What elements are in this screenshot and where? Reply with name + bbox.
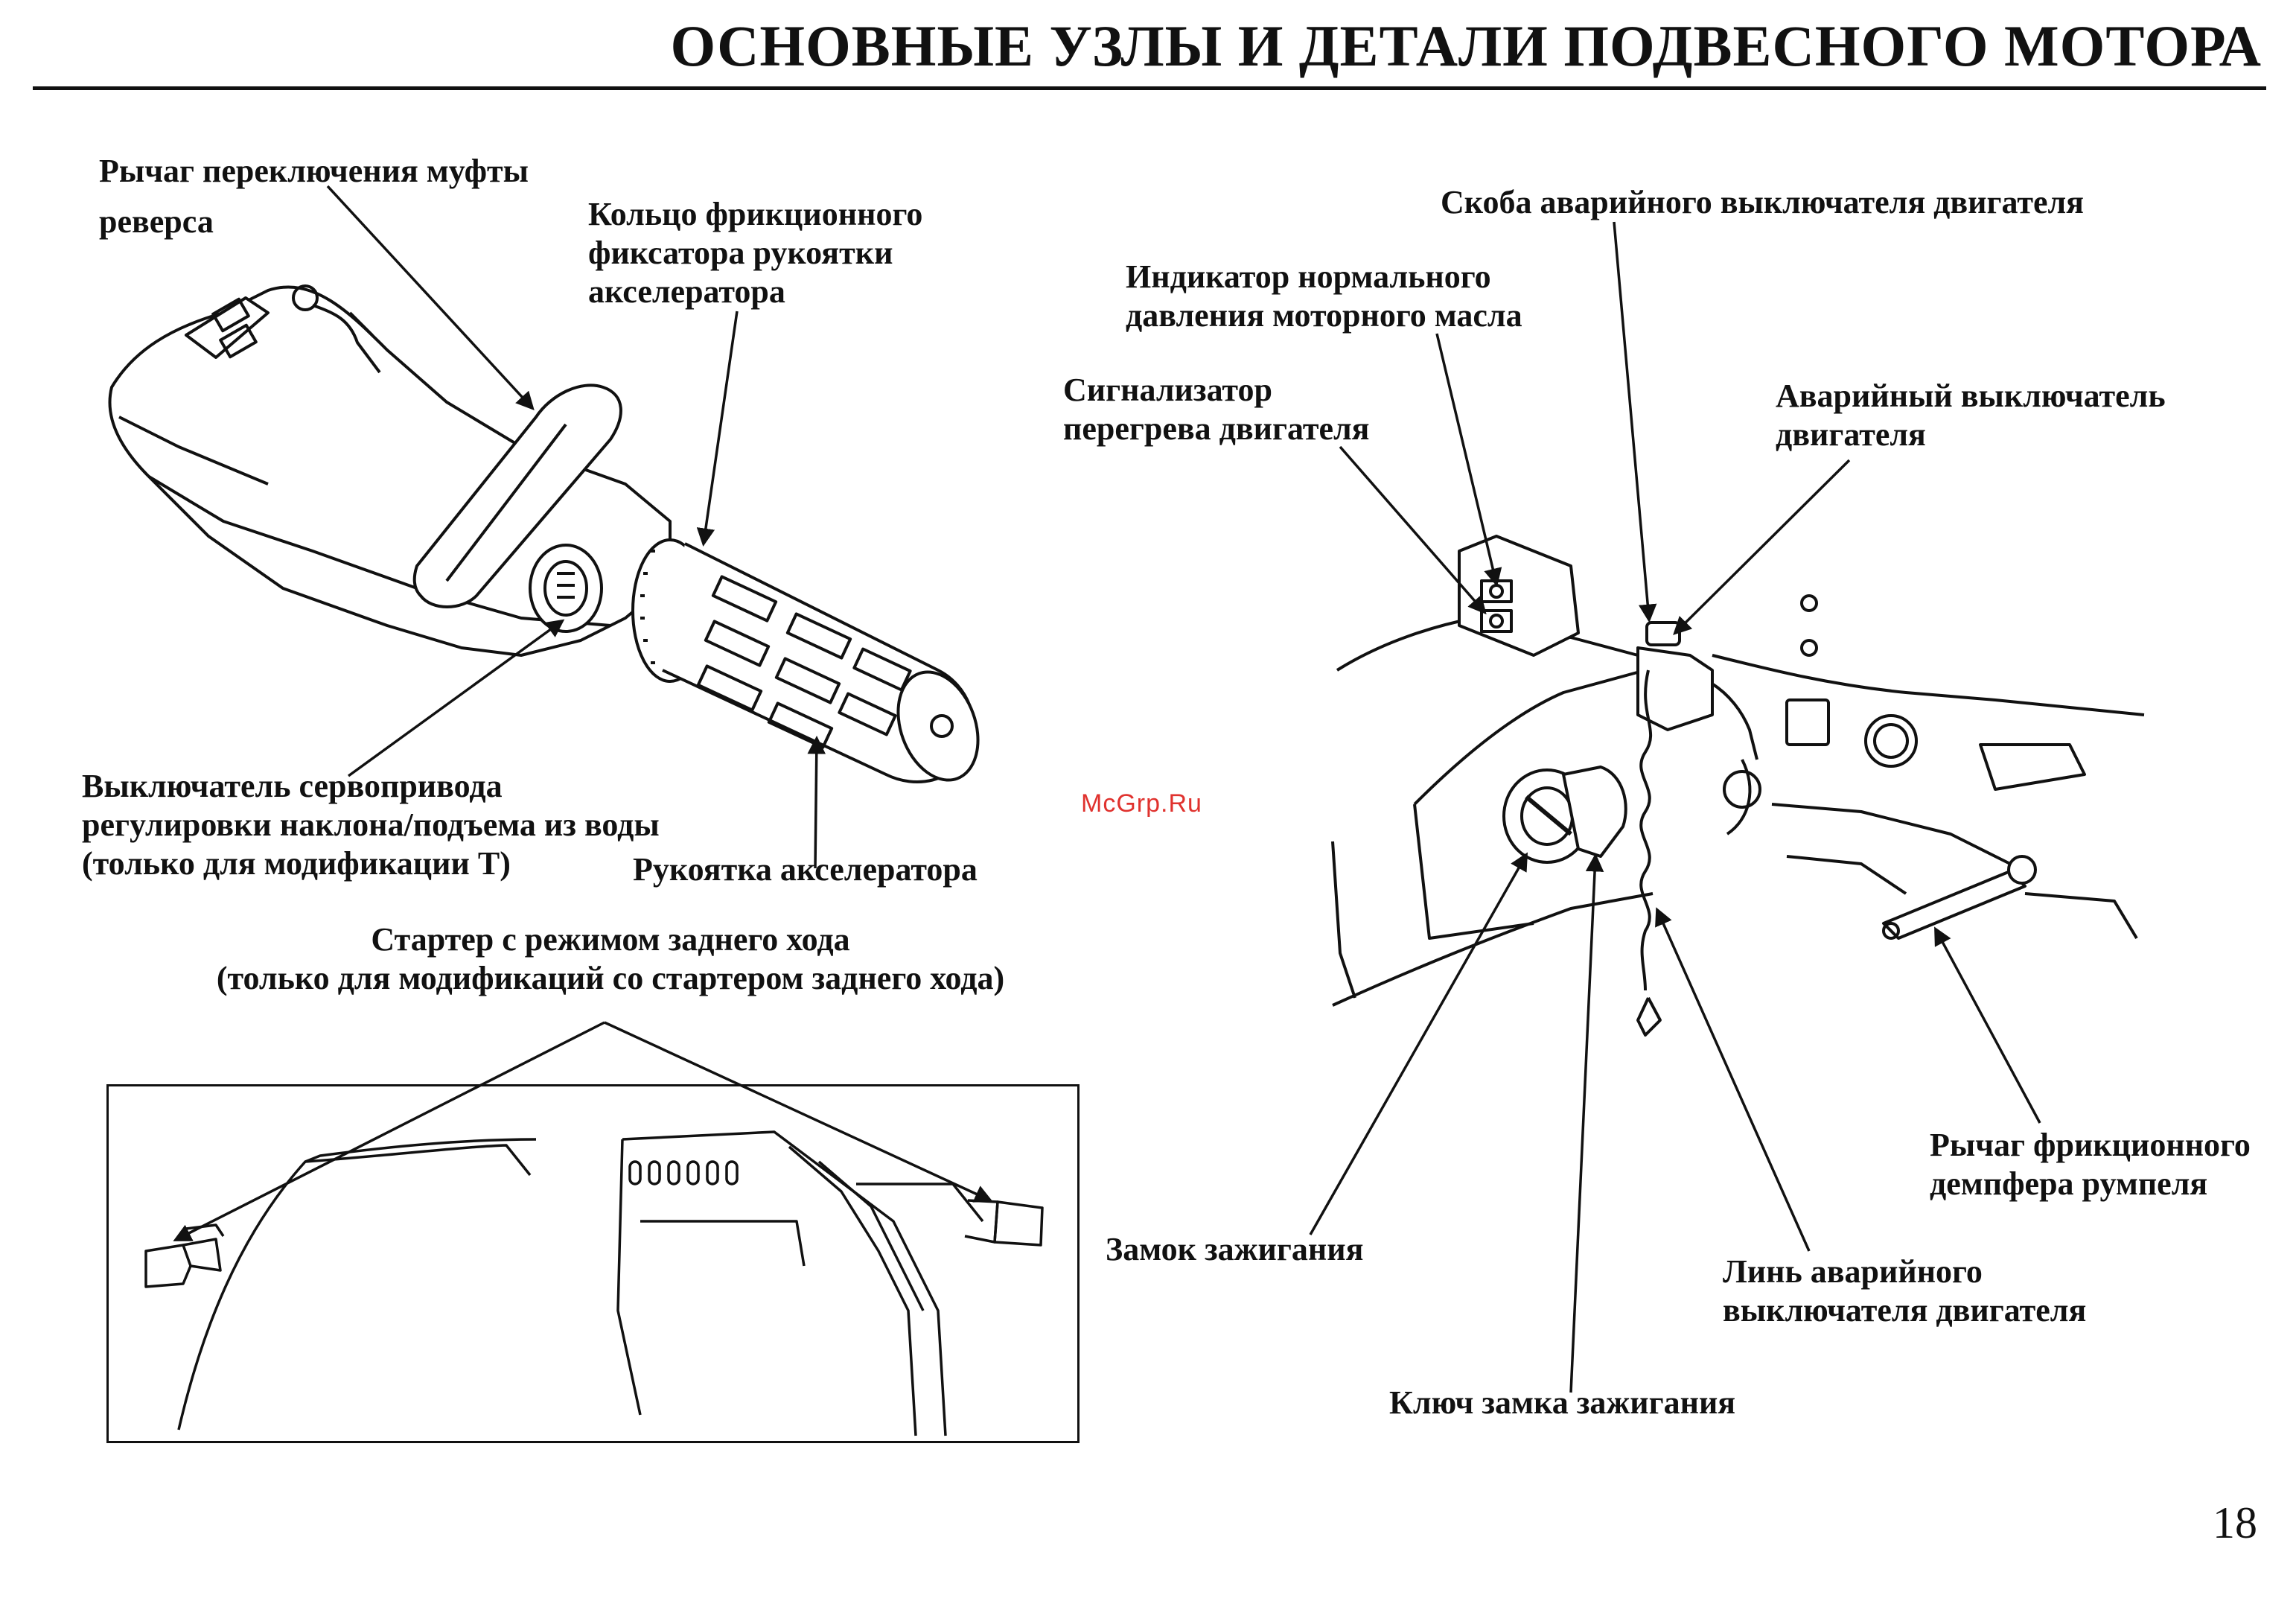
page-title: ОСНОВНЫЕ УЗЛЫ И ДЕТАЛИ ПОДВЕСНОГО МОТОРА xyxy=(670,13,2262,78)
tiller-leader-lines xyxy=(326,185,826,869)
throttle-grip-label: Рукоятка акселератора xyxy=(633,851,978,888)
panel-leader-lines xyxy=(1309,221,2041,1393)
friction-ring-label: Кольцо фрикционного фиксатора рукоятки а… xyxy=(588,196,923,310)
control-panel-illustration xyxy=(1331,535,2145,1037)
reverse-starter-illustration xyxy=(144,1130,1044,1436)
page-number: 18 xyxy=(2213,1498,2257,1547)
overheat-indicator-label: Сигнализатор перегрева двигателя xyxy=(1063,372,1370,447)
ignition-switch-label: Замок зажигания xyxy=(1106,1231,1364,1267)
tiller-handle-illustration xyxy=(108,284,980,783)
reverse-starter-label: Стартер с режимом заднего хода (только д… xyxy=(216,921,1005,996)
starter-leader-lines xyxy=(173,1021,993,1241)
ignition-key-label: Ключ замка зажигания xyxy=(1389,1384,1736,1421)
stop-switch-label: Аварийный выключатель двигателя xyxy=(1776,378,2166,453)
stop-lanyard-label: Линь аварийного выключателя двигателя xyxy=(1723,1253,2087,1328)
watermark: McGrp.Ru xyxy=(1081,789,1202,818)
trim-switch-label: Выключатель сервопривода регулировки нак… xyxy=(82,768,660,882)
friction-damper-lever-label: Рычаг фрикционного демпфера румпеля xyxy=(1930,1127,2251,1202)
oil-indicator-label: Индикатор нормального давления моторного… xyxy=(1126,258,1522,334)
shift-lever-label: Рычаг переключения муфты реверса xyxy=(99,153,529,240)
stop-clip-label: Скоба аварийного выключателя двигателя xyxy=(1441,184,2084,220)
title-underline xyxy=(33,86,2266,90)
reverse-starter-inset xyxy=(106,1084,1080,1443)
